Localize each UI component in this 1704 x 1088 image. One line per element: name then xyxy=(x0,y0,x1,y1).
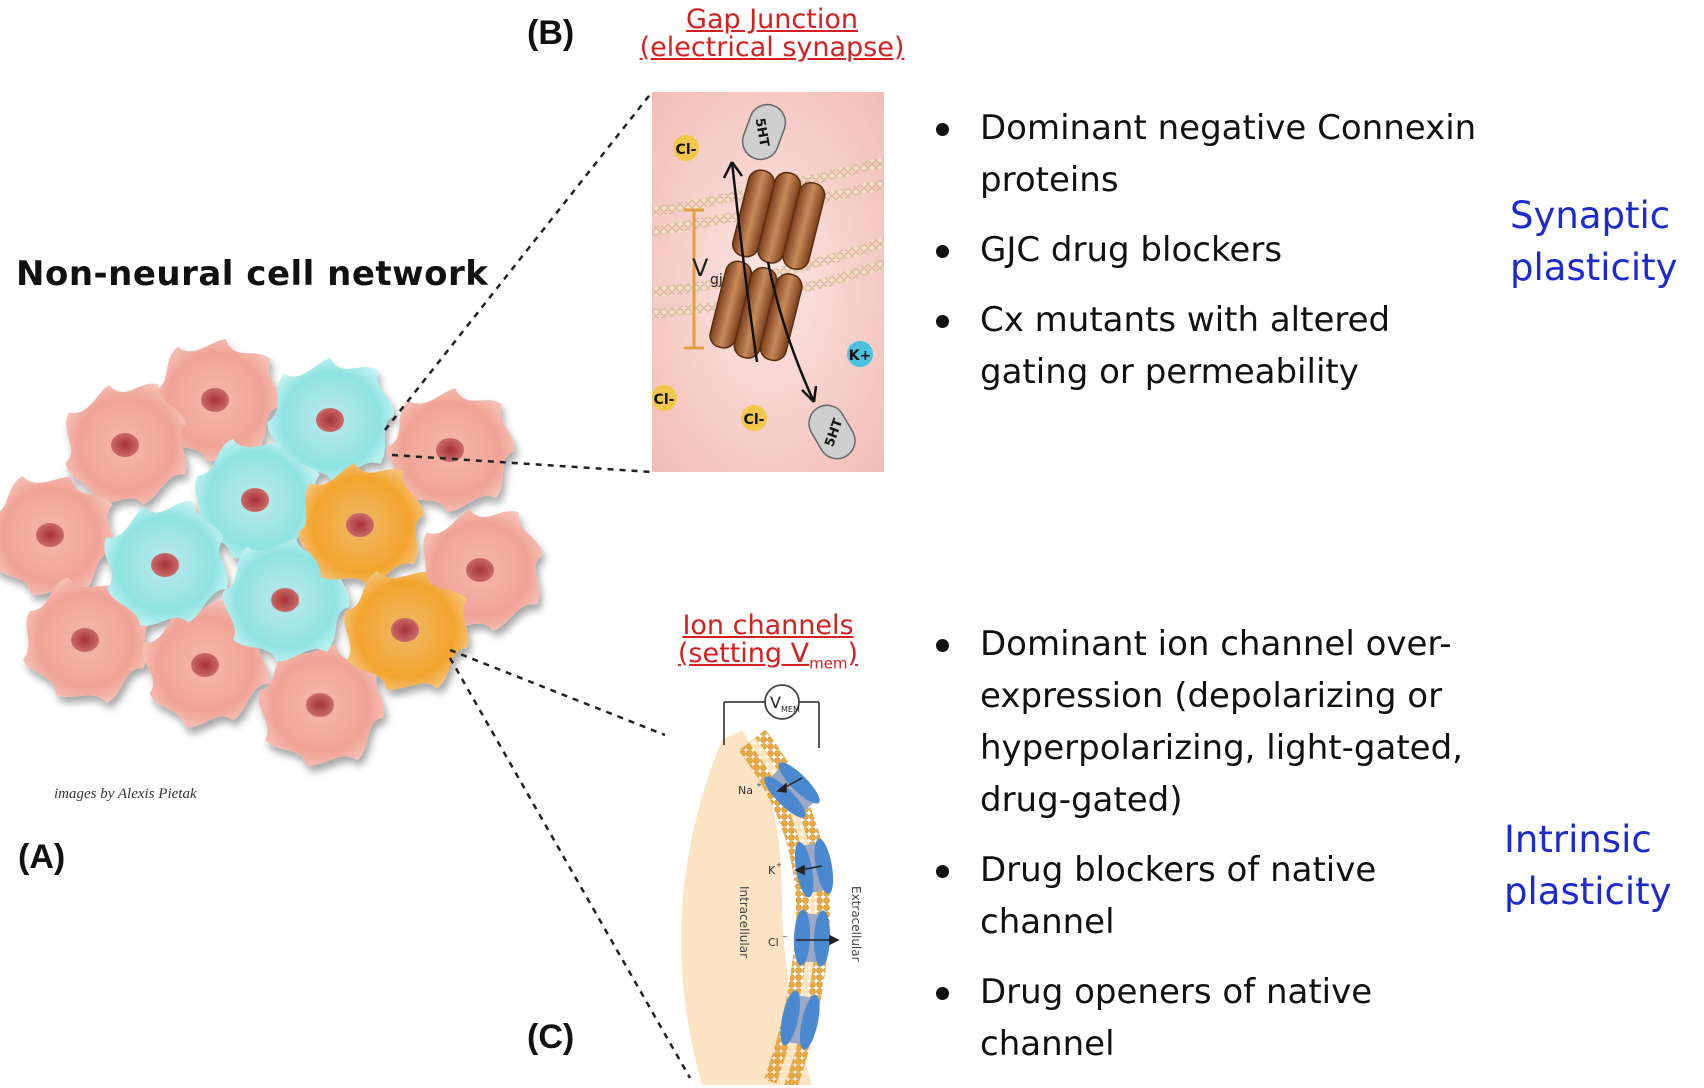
svg-text:+: + xyxy=(756,781,762,789)
svg-text:V: V xyxy=(692,254,709,282)
synaptic-plasticity-label: Synaptic plasticity xyxy=(1510,194,1678,289)
bullet-item: Dominant ion channel over-expression (de… xyxy=(928,618,1508,826)
svg-text:−: − xyxy=(782,933,788,941)
voltmeter xyxy=(723,684,820,748)
chloride-ion-top: Cl- xyxy=(673,135,699,161)
chloride-ion-left: Cl- xyxy=(652,385,677,411)
network-title: Non-neural cell network xyxy=(16,254,489,294)
serotonin-molecule-top: 5HT xyxy=(741,103,787,161)
vgj-marker xyxy=(684,208,704,350)
gap-junction-title: Gap Junction (electrical synapse) xyxy=(639,4,905,63)
chloride-ion-bottom: Cl- xyxy=(741,405,767,431)
intrinsic-interventions: Dominant ion channel over-expression (de… xyxy=(928,618,1508,1088)
svg-text:Cl: Cl xyxy=(768,936,779,949)
panel-label-c: (C) xyxy=(527,1018,575,1056)
svg-text:Cl-: Cl- xyxy=(654,392,675,408)
ion-channel-diagram: V MEM Na + K + Cl − Intracellular Extrac… xyxy=(681,684,863,1085)
panel-label-b: (B) xyxy=(527,14,575,52)
ion-channels-title: Ion channels (setting Vmem) xyxy=(677,610,859,673)
gap-junction-diagram: V gj 5HT 5HT Cl- Cl- Cl- K+ xyxy=(652,92,884,472)
svg-text:Extracellular: Extracellular xyxy=(849,886,863,962)
potassium-ion: K+ xyxy=(847,341,873,367)
svg-text:gj: gj xyxy=(710,272,723,288)
channel xyxy=(780,990,820,1050)
svg-text:K+: K+ xyxy=(849,348,872,364)
sodium-channel xyxy=(764,762,820,818)
bullet-item: GJC drug blockers xyxy=(928,224,1488,276)
svg-text:MEM: MEM xyxy=(781,705,800,714)
svg-text:V: V xyxy=(770,693,781,712)
svg-text:Intracellular: Intracellular xyxy=(737,886,751,958)
serotonin-molecule-bottom: 5HT xyxy=(808,404,856,460)
svg-text:K: K xyxy=(768,864,776,877)
svg-text:5HT: 5HT xyxy=(752,117,772,148)
intrinsic-plasticity-label: Intrinsic plasticity xyxy=(1504,818,1672,913)
panel-label-a: (A) xyxy=(18,838,66,876)
chloride-channel xyxy=(793,909,831,967)
svg-text:Na: Na xyxy=(738,784,753,797)
svg-text:Cl-: Cl- xyxy=(676,142,697,158)
cell-network xyxy=(0,328,554,782)
image-credit: images by Alexis Pietak xyxy=(54,786,197,802)
svg-text:+: + xyxy=(776,861,782,869)
svg-text:Cl-: Cl- xyxy=(744,412,765,428)
